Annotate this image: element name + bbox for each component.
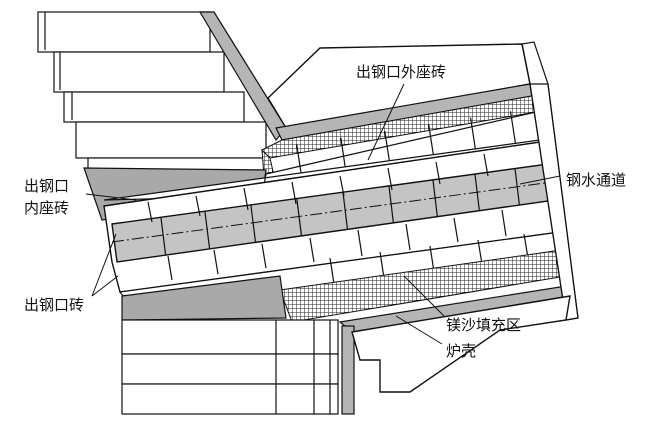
label-taphole-brick: 出钢口砖 xyxy=(24,296,84,314)
label-furnace-shell: 炉壳 xyxy=(446,342,476,360)
label-inner-seat-brick-line2: 内座砖 xyxy=(24,199,69,217)
inner-seat-brick-lower xyxy=(121,275,287,321)
label-outer-seat-brick: 出钢口外座砖 xyxy=(356,63,446,81)
right-shell-plate xyxy=(521,41,579,321)
label-magnesia-fill: 镁沙填充区 xyxy=(446,316,521,334)
leader-lines xyxy=(85,83,561,345)
label-inner-seat-brick-line1: 出钢口 xyxy=(24,177,69,195)
label-steel-channel: 钢水通道 xyxy=(566,171,626,189)
lower-wall-bricks xyxy=(121,319,339,415)
furnace-wall-bricks xyxy=(37,11,269,171)
taphole-brick-joints xyxy=(147,153,507,281)
lower-wedge xyxy=(351,295,571,393)
lower-shell xyxy=(338,285,571,415)
